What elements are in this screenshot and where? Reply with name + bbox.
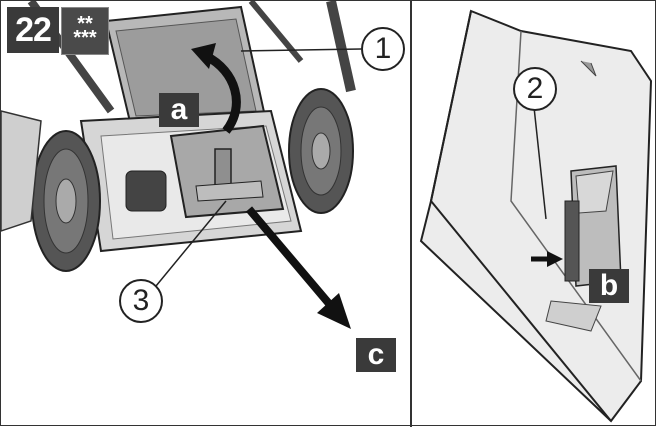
pull-arrow-icon [245,206,335,309]
step-number-badge: 22 [7,7,59,53]
difficulty-badge: ** *** [61,7,109,55]
label-b: b [589,269,629,303]
label-a: a [159,93,199,127]
label-c: c [356,338,396,372]
callout-3: 3 [119,279,163,323]
insert-handle [564,200,580,282]
callout-1: 1 [361,27,405,71]
side-vent [125,170,167,212]
difficulty-bottom: *** [73,27,97,49]
handle-right [326,1,356,93]
rotate-arrow-icon [203,51,241,134]
callout-2: 2 [513,67,557,111]
difficulty-top: ** [77,13,93,35]
